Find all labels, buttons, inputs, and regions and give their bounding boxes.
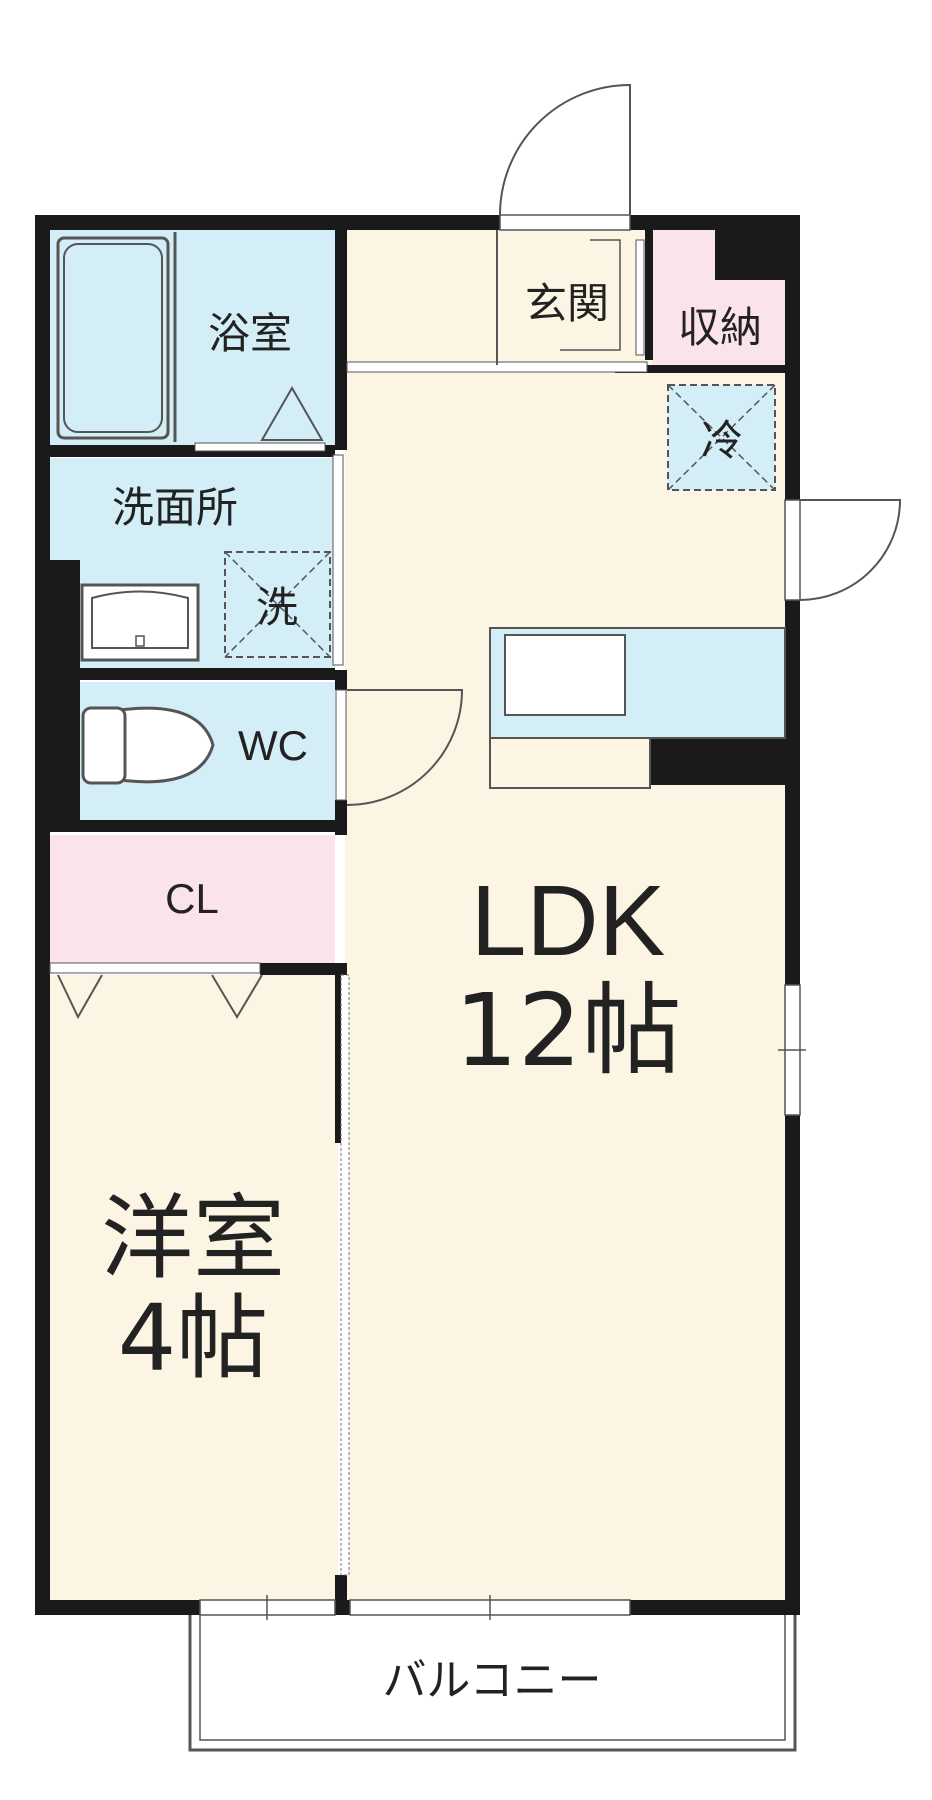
label-washroom: 洗面所 <box>112 483 238 532</box>
fridge-space <box>667 384 776 491</box>
bathtub-inner <box>63 243 163 433</box>
floor-western-room <box>48 975 338 1605</box>
floor-bath <box>50 228 335 450</box>
washer-space <box>224 551 331 658</box>
sink <box>80 583 200 662</box>
toilet-door-swing <box>346 689 464 806</box>
side-door-swing <box>799 499 902 601</box>
floor-entrance <box>500 230 647 365</box>
outer-walls <box>35 215 800 1615</box>
label-western-size: 4帖 <box>118 1285 269 1392</box>
bath-door-mark <box>260 385 324 441</box>
washroom-door <box>332 454 344 666</box>
kitchen-cabinet <box>489 737 651 789</box>
floor-closet <box>50 835 335 970</box>
label-ldk-size: 12帖 <box>454 972 681 1089</box>
toilet-bowl <box>118 706 215 784</box>
sink-bowl <box>91 590 189 649</box>
label-entrance: 玄関 <box>525 279 609 328</box>
balcony-inner-outline <box>199 1615 786 1741</box>
label-fridge: 冷 <box>701 416 743 465</box>
label-ldk: LDK <box>471 865 666 977</box>
side-door <box>784 499 801 601</box>
bathtub <box>56 236 170 440</box>
label-balcony: バルコニー <box>382 1655 601 1706</box>
label-closet: CL <box>165 875 219 922</box>
closet-door-mark-1 <box>57 974 103 1020</box>
label-washer: 洗 <box>256 583 298 632</box>
entrance-door-swing <box>499 83 631 216</box>
closet-door-mark-2 <box>211 974 263 1019</box>
inner-walls <box>50 215 785 1605</box>
sliding-partition <box>340 974 350 1576</box>
label-toilet: WC <box>238 722 308 769</box>
label-storage: 収納 <box>678 303 762 352</box>
toilet-tank <box>81 706 127 785</box>
bath-door <box>194 442 326 452</box>
kitchen-sink <box>504 634 626 716</box>
entrance-shelf <box>635 239 645 356</box>
label-bath: 浴室 <box>208 309 292 358</box>
shoe-box <box>560 239 621 351</box>
faucet <box>135 635 145 647</box>
toilet-door <box>335 689 347 801</box>
entrance-door-frame <box>499 214 631 231</box>
closet-door <box>49 962 261 974</box>
balcony-outline <box>188 1615 797 1752</box>
label-western-room: 洋室 <box>101 1185 285 1292</box>
